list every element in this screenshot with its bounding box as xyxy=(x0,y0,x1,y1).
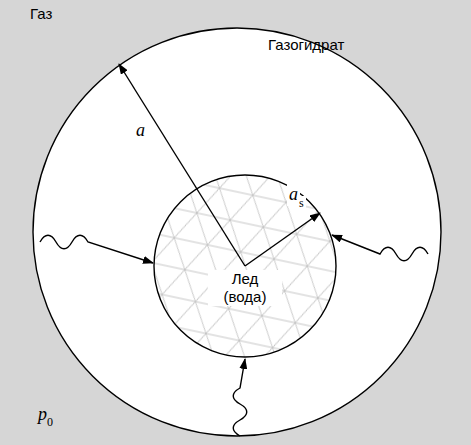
symbol-label: 0 xyxy=(47,415,53,429)
symbol-label: a xyxy=(134,120,147,142)
node-label: Лед (вода) xyxy=(208,270,282,306)
symbol-label: p xyxy=(38,404,47,426)
symbol-label: s xyxy=(297,196,306,210)
node-label: Газогидрат xyxy=(268,36,344,54)
region-label: Газ xyxy=(30,5,52,23)
hydrate-shell: ГазогидратЛед (вода) xyxy=(32,27,442,437)
